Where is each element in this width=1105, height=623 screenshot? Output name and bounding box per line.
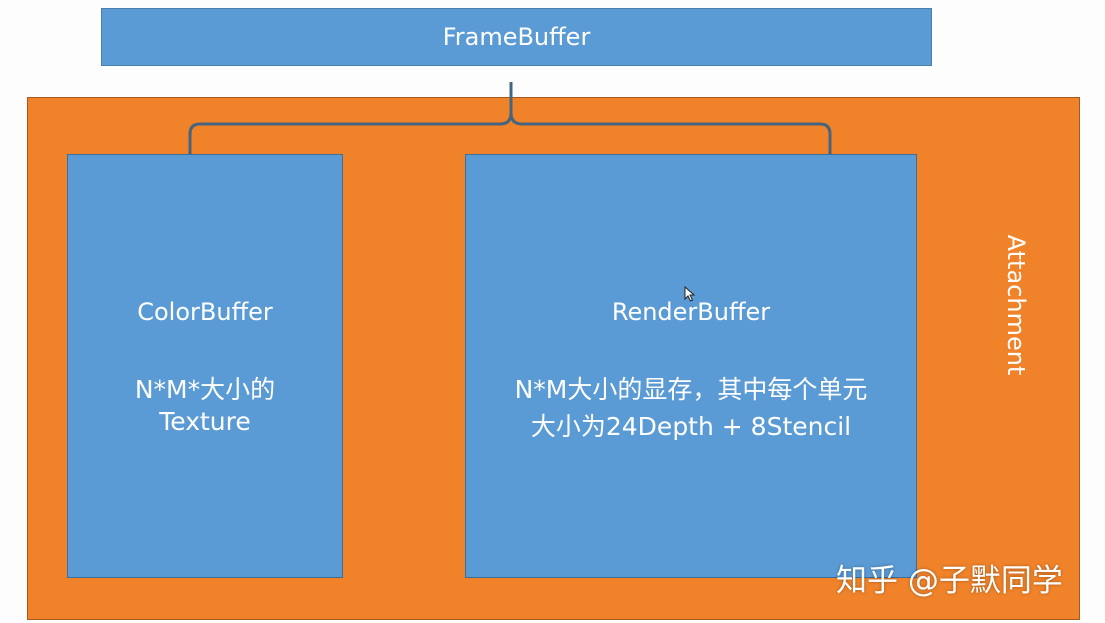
- watermark-text: 知乎 @子默同学: [836, 563, 1063, 599]
- framebuffer-box: FrameBuffer: [101, 8, 932, 66]
- colorbuffer-desc-line2: Texture: [159, 407, 251, 436]
- attachment-label: Attachment: [1002, 234, 1030, 376]
- colorbuffer-box: ColorBuffer N*M*大小的 Texture: [67, 154, 343, 578]
- colorbuffer-title: ColorBuffer: [137, 298, 273, 326]
- renderbuffer-box: RenderBuffer N*M大小的显存，其中每个单元 大小为24Depth …: [465, 154, 917, 578]
- renderbuffer-desc-line2: 大小为24Depth + 8Stencil: [530, 412, 852, 441]
- mouse-pointer-icon: [684, 286, 696, 302]
- renderbuffer-desc-line1: N*M大小的显存，其中每个单元: [514, 375, 868, 404]
- renderbuffer-title: RenderBuffer: [611, 298, 771, 326]
- colorbuffer-desc-line1: N*M*大小的: [134, 375, 276, 404]
- framebuffer-label: FrameBuffer: [442, 23, 591, 51]
